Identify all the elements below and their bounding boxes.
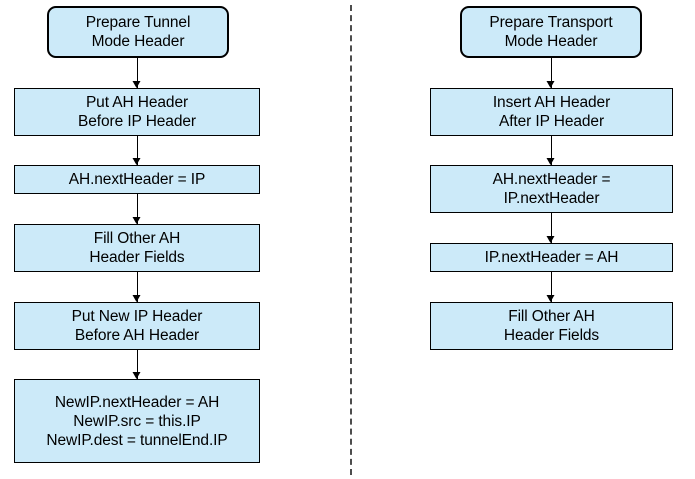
node-tunnel-step-2[interactable]: AH.nextHeader = IP bbox=[14, 165, 260, 194]
node-transport-step-1[interactable]: Insert AH Header After IP Header bbox=[430, 88, 673, 136]
connector-transport-start-to-step1 bbox=[551, 58, 552, 88]
node-transport-start[interactable]: Prepare Transport Mode Header bbox=[460, 6, 642, 58]
connector-tunnel-step2-to-step3 bbox=[137, 194, 138, 224]
arrow-icon-tunnel-2 bbox=[132, 158, 141, 165]
connector-tunnel-step4-to-step5 bbox=[137, 350, 138, 379]
node-transport-step-4[interactable]: Fill Other AH Header Fields bbox=[430, 302, 673, 350]
node-tunnel-start[interactable]: Prepare Tunnel Mode Header bbox=[47, 6, 229, 58]
node-transport-step-2[interactable]: AH.nextHeader = IP.nextHeader bbox=[430, 165, 673, 213]
arrow-icon-tunnel-3 bbox=[132, 217, 141, 224]
connector-tunnel-start-to-step1 bbox=[137, 58, 138, 88]
arrow-icon-transport-2 bbox=[546, 158, 555, 165]
arrow-icon-transport-3 bbox=[546, 236, 555, 243]
arrow-icon-tunnel-1 bbox=[132, 81, 141, 88]
node-tunnel-step-3[interactable]: Fill Other AH Header Fields bbox=[14, 224, 260, 272]
arrow-icon-transport-1 bbox=[546, 81, 555, 88]
arrow-icon-transport-4 bbox=[546, 295, 555, 302]
node-tunnel-step-4[interactable]: Put New IP Header Before AH Header bbox=[14, 302, 260, 350]
arrow-icon-tunnel-5 bbox=[132, 372, 141, 379]
column-divider bbox=[350, 5, 352, 475]
connector-transport-step2-to-step3 bbox=[551, 213, 552, 243]
connector-tunnel-step1-to-step2 bbox=[137, 136, 138, 165]
arrow-icon-tunnel-4 bbox=[132, 295, 141, 302]
node-tunnel-step-1[interactable]: Put AH Header Before IP Header bbox=[14, 88, 260, 136]
connector-transport-step3-to-step4 bbox=[551, 272, 552, 302]
node-tunnel-step-5[interactable]: NewIP.nextHeader = AH NewIP.src = this.I… bbox=[14, 379, 260, 463]
node-transport-step-3[interactable]: IP.nextHeader = AH bbox=[430, 243, 673, 272]
connector-transport-step1-to-step2 bbox=[551, 136, 552, 165]
connector-tunnel-step3-to-step4 bbox=[137, 272, 138, 302]
